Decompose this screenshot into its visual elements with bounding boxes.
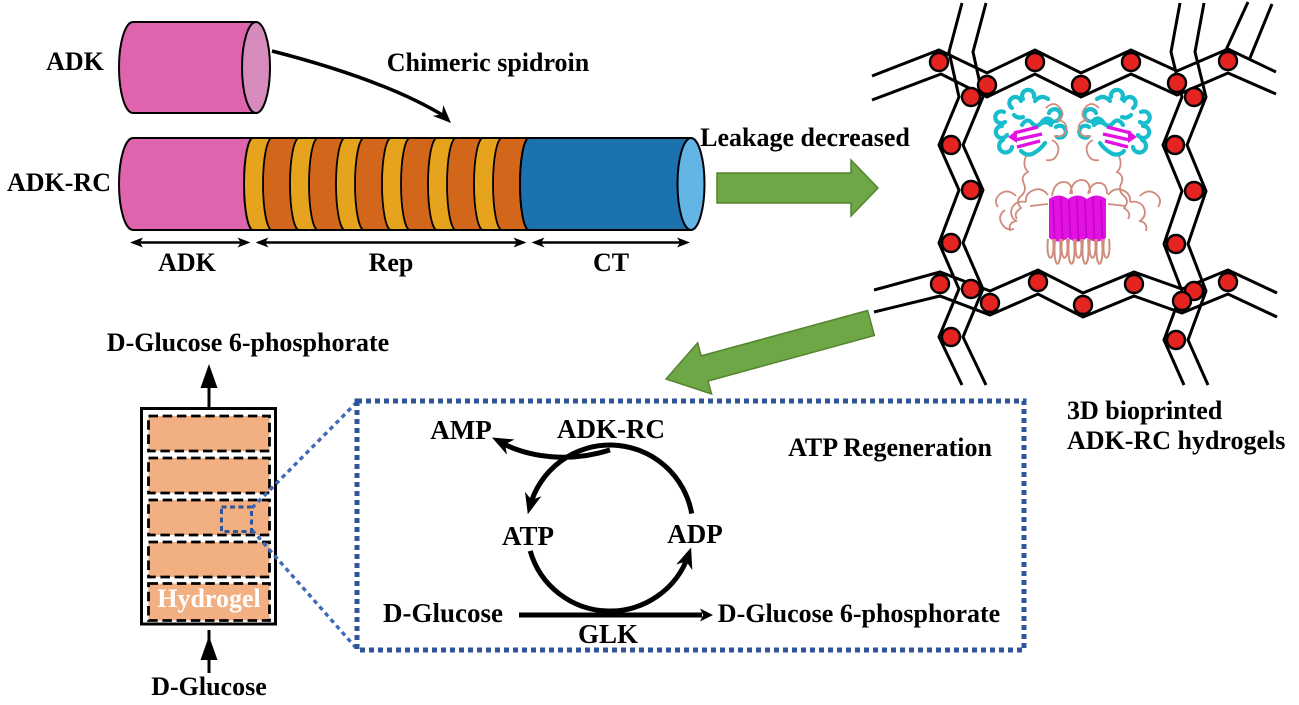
svg-text:ADK-RC: ADK-RC (7, 168, 111, 197)
svg-text:D-Glucose: D-Glucose (151, 672, 267, 700)
svg-text:ADP: ADP (667, 519, 723, 549)
svg-text:ADK: ADK (46, 47, 105, 76)
svg-text:ATP: ATP (502, 521, 554, 551)
svg-text:GLK: GLK (578, 619, 638, 649)
svg-text:3D bioprinted: 3D bioprinted (1067, 396, 1223, 425)
svg-text:Rep: Rep (369, 248, 414, 277)
svg-text:ATP Regeneration: ATP Regeneration (788, 433, 992, 462)
svg-text:D-Glucose: D-Glucose (383, 598, 503, 628)
svg-text:ADK-RC hydrogels: ADK-RC hydrogels (1067, 426, 1285, 455)
svg-text:Leakage decreased: Leakage decreased (700, 123, 910, 152)
svg-text:ADK-RC: ADK-RC (557, 414, 665, 444)
svg-text:Hydrogel: Hydrogel (157, 584, 261, 613)
svg-text:CT: CT (593, 248, 629, 277)
svg-text:D-Glucose 6-phosphorate: D-Glucose 6-phosphorate (718, 599, 1000, 628)
svg-text:ADK: ADK (158, 248, 217, 277)
svg-text:Chimeric spidroin: Chimeric spidroin (387, 48, 590, 77)
svg-text:AMP: AMP (430, 415, 491, 445)
svg-text:D-Glucose 6-phosphorate: D-Glucose 6-phosphorate (107, 328, 389, 357)
